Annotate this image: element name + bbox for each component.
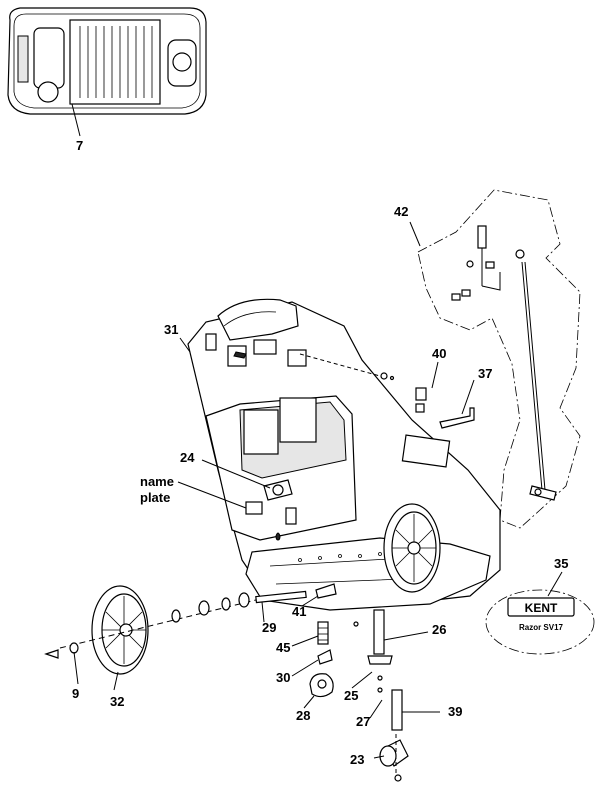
callout-27: 27 [356, 714, 370, 729]
callout-37: 37 [478, 366, 492, 381]
caster-assembly [367, 609, 440, 782]
callout-7: 7 [76, 138, 83, 153]
callout-41: 41 [292, 604, 306, 619]
left-wheel-assembly [44, 585, 307, 675]
callout-24: 24 [180, 450, 195, 465]
callout-25: 25 [344, 688, 358, 703]
model-badge: KENT Razor SV17 [485, 589, 595, 655]
leader-lines [73, 221, 563, 759]
name-plate-label-2: plate [140, 490, 170, 505]
callout-28: 28 [296, 708, 310, 723]
name-plate-label-1: name [140, 474, 174, 489]
callouts: 7 42 31 40 37 24 name plate 35 41 29 26 … [72, 138, 568, 767]
callout-39: 39 [448, 704, 462, 719]
badge-brand: KENT [525, 601, 558, 615]
callout-31: 31 [164, 322, 178, 337]
callout-40: 40 [432, 346, 446, 361]
callout-9: 9 [72, 686, 79, 701]
callout-26: 26 [432, 622, 446, 637]
callout-45: 45 [276, 640, 290, 655]
callout-35: 35 [554, 556, 568, 571]
control-rod-assembly [451, 225, 557, 501]
badge-model: Razor SV17 [519, 623, 564, 632]
callout-32: 32 [110, 694, 124, 709]
hardware-top [233, 351, 475, 429]
callout-42: 42 [394, 204, 408, 219]
callout-29: 29 [262, 620, 276, 635]
small-parts [309, 583, 359, 698]
main-chassis [187, 298, 501, 611]
callout-30: 30 [276, 670, 290, 685]
top-view-inset [7, 7, 207, 137]
callout-23: 23 [350, 752, 364, 767]
